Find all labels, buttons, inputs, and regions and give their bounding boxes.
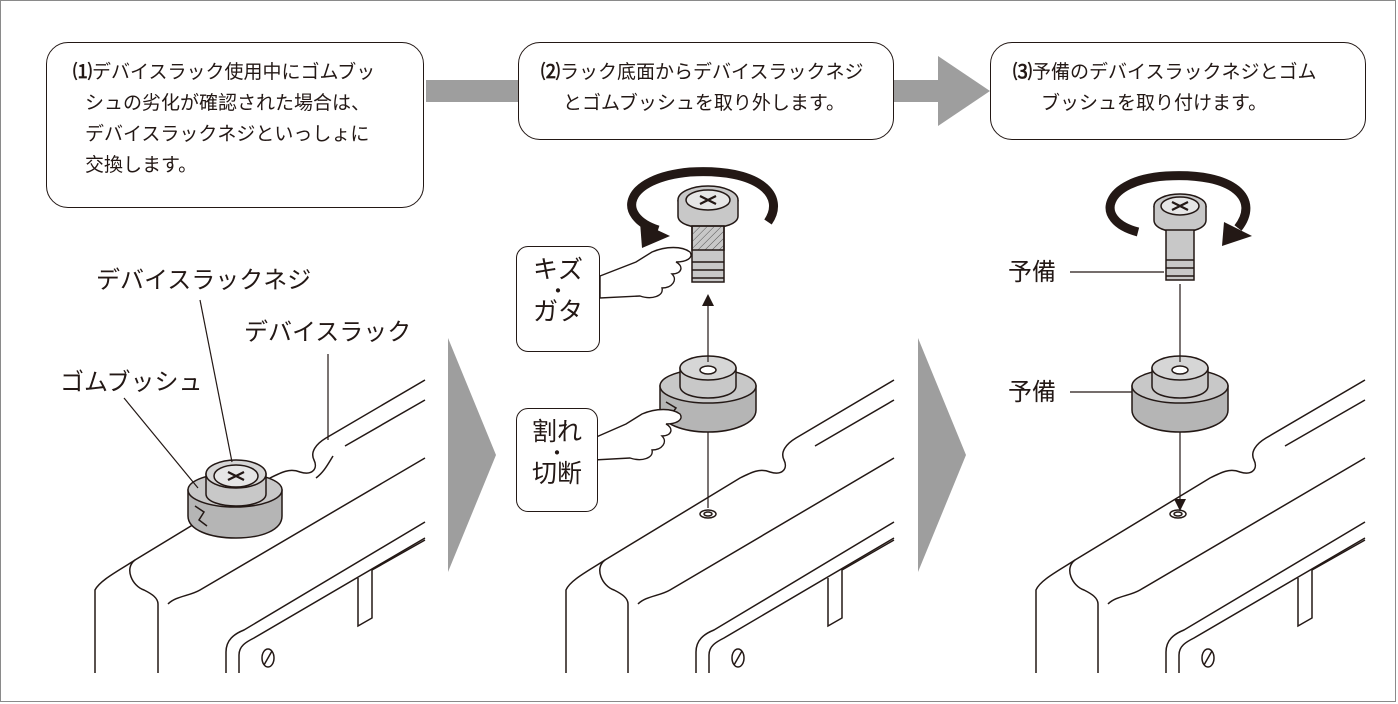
panel-3-screw — [1153, 193, 1207, 281]
panel-3-bushing — [1131, 355, 1229, 433]
panel-2-rotation-arrowhead — [640, 222, 670, 248]
step-2-line-2: とゴムブッシュを取り外します。 — [563, 92, 845, 114]
step-1-line-2: シュの劣化が確認された場合は、 — [85, 92, 371, 114]
panel-arrow-1 — [448, 338, 496, 572]
step-1-callout: ⑴デバイスラック使用中にゴムブッ シュの劣化が確認された場合は、 デバイスラック… — [46, 42, 424, 208]
panel-1-assembly — [187, 459, 283, 539]
step-3-line-2: ブッシュを取り付けます。 — [1041, 92, 1268, 114]
step-1-line-3: デバイスラックネジといっしょに — [85, 123, 370, 145]
panel-3-rotation-arrowhead — [1222, 222, 1252, 246]
hand-pointer-icon — [593, 408, 682, 461]
step-3-callout: ⑶予備のデバイスラックネジとゴム ブッシュを取り付けます。 — [990, 42, 1366, 140]
panel-2-screw — [677, 185, 739, 283]
tag-screw-damage-top: キズ — [532, 255, 583, 284]
tag-bushing-damage: 割れ ・ 切断 — [516, 408, 598, 512]
label-spare-screw: 予備 — [1008, 258, 1056, 286]
step-2-number: ⑵ — [541, 61, 561, 83]
panel-1-rack — [94, 379, 426, 673]
panel-1-leaders — [123, 299, 329, 489]
tag-bushing-damage-bottom: 切断 — [531, 459, 582, 488]
label-rubber-bushing: ゴムブッシュ — [60, 368, 203, 396]
step-3-line-1: 予備のデバイスラックネジとゴム — [1032, 61, 1317, 83]
step-1-line-4: 交換します。 — [85, 154, 198, 176]
tag-bushing-damage-top: 割れ — [531, 417, 582, 446]
step-1-number: ⑴ — [73, 61, 93, 83]
label-spare-bushing: 予備 — [1008, 378, 1056, 406]
tag-bushing-damage-dot: ・ — [547, 441, 567, 465]
label-device-rack-screw: デバイスラックネジ — [96, 266, 312, 294]
flow-arrow-1 — [426, 80, 522, 102]
panel-2-bushing — [659, 355, 757, 433]
panel-2-rotation-arrow — [627, 167, 778, 235]
panel-3-rotation-arrow — [1105, 171, 1251, 237]
step-1-line-1: デバイスラック使用中にゴムブッ — [92, 61, 376, 83]
flow-arrow-2 — [894, 56, 990, 126]
step-3-number: ⑶ — [1013, 61, 1033, 83]
panel-2-rack — [565, 379, 895, 673]
tag-screw-damage-dot: ・ — [548, 279, 568, 303]
panel-3-guides — [1070, 271, 1186, 511]
label-device-rack: デバイスラック — [244, 318, 412, 346]
hand-pointer-icon — [599, 246, 692, 299]
tag-screw-damage-bottom: ガタ — [532, 297, 583, 326]
panel-3-rack — [1035, 379, 1366, 673]
panel-arrow-2 — [918, 338, 966, 572]
step-2-line-1: ラック底面からデバイスラックネジ — [560, 61, 864, 83]
step-2-callout: ⑵ラック底面からデバイスラックネジ とゴムブッシュを取り外します。 — [518, 42, 894, 140]
tag-screw-damage: キズ ・ ガタ — [516, 246, 600, 352]
